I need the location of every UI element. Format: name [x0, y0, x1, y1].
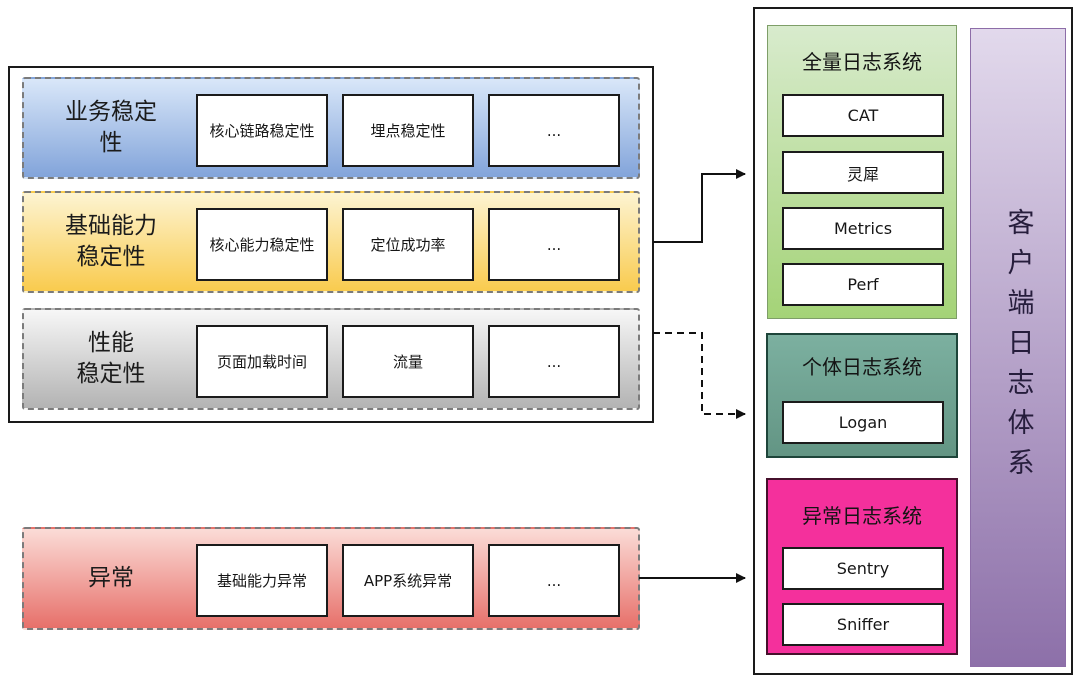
metric-box-ellipsis: ...: [488, 325, 620, 398]
metric-box-ellipsis: ...: [488, 208, 620, 281]
log-box-cat: CAT: [782, 94, 944, 137]
metric-box-core-capability-stability: 核心能力稳定性: [196, 208, 328, 281]
log-box-perf: Perf: [782, 263, 944, 306]
log-box-lingxi: 灵犀: [782, 151, 944, 194]
client-log-system-bar: 客户端日志体系: [970, 28, 1066, 667]
metric-box-ellipsis: ...: [488, 94, 620, 167]
log-box-metrics: Metrics: [782, 207, 944, 250]
metric-box-ellipsis: ...: [488, 544, 620, 617]
log-box-sniffer: Sniffer: [782, 603, 944, 646]
row-exception: 异常 基础能力异常 APP系统异常 ...: [22, 527, 640, 630]
panel-title-individual-log-system: 个体日志系统: [802, 354, 922, 379]
metric-box-core-link-stability: 核心链路稳定性: [196, 94, 328, 167]
log-box-sentry: Sentry: [782, 547, 944, 590]
arrow-performance-to-individual-log: [653, 332, 746, 419]
metric-box-tracking-stability: 埋点稳定性: [342, 94, 474, 167]
metric-box-basic-capability-exception: 基础能力异常: [196, 544, 328, 617]
row-label-business-stability: 业务稳定 性: [65, 98, 157, 156]
arrow-stability-to-full-log: [653, 169, 746, 243]
row-label-performance-stability: 性能 稳定性: [76, 329, 146, 387]
metric-box-traffic: 流量: [342, 325, 474, 398]
panel-title-exception-log-system: 异常日志系统: [802, 503, 922, 528]
panel-exception-log-system: 异常日志系统 Sentry Sniffer: [766, 478, 958, 655]
metric-box-page-load-time: 页面加载时间: [196, 325, 328, 398]
row-label-exception: 异常: [88, 564, 134, 591]
panel-title-full-log-system: 全量日志系统: [802, 49, 922, 74]
row-label-basic-capability-stability: 基础能力 稳定性: [65, 212, 157, 270]
client-log-system-label: 客户端日志体系: [1002, 207, 1034, 488]
metric-box-app-system-exception: APP系统异常: [342, 544, 474, 617]
panel-individual-log-system: 个体日志系统 Logan: [766, 333, 958, 458]
row-business-stability: 业务稳定 性 核心链路稳定性 埋点稳定性 ...: [22, 77, 640, 179]
panel-full-log-system: 全量日志系统 CAT 灵犀 Metrics Perf: [767, 25, 957, 319]
row-performance-stability: 性能 稳定性 页面加载时间 流量 ...: [22, 308, 640, 410]
log-box-logan: Logan: [782, 401, 944, 444]
row-basic-capability-stability: 基础能力 稳定性 核心能力稳定性 定位成功率 ...: [22, 191, 640, 293]
metric-box-locating-success-rate: 定位成功率: [342, 208, 474, 281]
